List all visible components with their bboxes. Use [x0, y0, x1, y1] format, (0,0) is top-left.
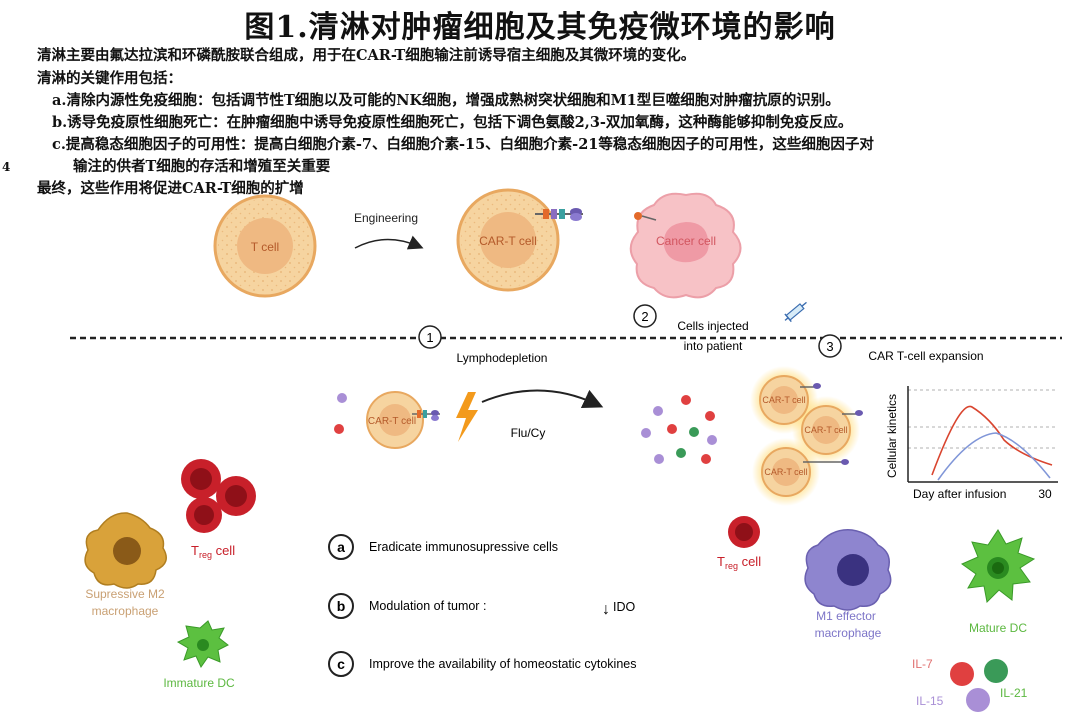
kinetics-expansion-curve	[931, 405, 1053, 476]
m1-label-line-2: macrophage	[815, 626, 882, 640]
car-t-cell-pre-infusion	[366, 391, 440, 449]
m2-label-line-1: Supressive M2	[85, 587, 165, 601]
m1-macrophage	[804, 529, 892, 611]
m1-label-line-1: M1 effector	[816, 609, 876, 623]
effect-b	[328, 593, 354, 619]
treg-label-right: Treg cell	[717, 554, 761, 571]
intro-line-2: 清淋的关键作用包括：	[37, 70, 182, 87]
margin-mark: 4	[2, 160, 11, 174]
expanding-cell-label: CAR-T cell	[762, 395, 805, 405]
kinetics-chart	[907, 386, 1058, 483]
interleukins	[950, 659, 1008, 712]
down-arrow-icon: ↓	[602, 601, 610, 618]
engineering-label: Engineering	[354, 211, 418, 225]
m2-label-line-2: macrophage	[92, 604, 159, 618]
mature-dc-label: Mature DC	[969, 621, 1027, 635]
cytokine-dot	[334, 424, 344, 434]
immature-dc-label: Immature DC	[163, 676, 235, 690]
step-2-label-line-1: Cells injected	[677, 319, 748, 333]
car-t-cell-label: CAR-T cell	[368, 416, 416, 427]
lightning-icon	[456, 392, 478, 442]
il7-label: IL-7	[912, 657, 933, 671]
cytokine-cluster	[641, 395, 717, 464]
treg-cell-right	[728, 516, 760, 548]
effect-a-text: Eradicate immunosupressive cells	[369, 540, 558, 554]
immature-dc	[176, 620, 229, 669]
kinetics-xlabel: Day after infusion	[913, 487, 1006, 501]
page-title: 图1.清淋对肿瘤细胞及其免疫微环境的影响	[244, 10, 836, 45]
il21-label: IL-21	[1000, 686, 1028, 700]
m2-macrophage	[84, 512, 167, 589]
il15-label: IL-15	[916, 694, 944, 708]
syringe-icon	[784, 301, 807, 323]
drug-label: Flu/Cy	[511, 426, 546, 440]
effect-a	[328, 534, 354, 560]
intro-line-1: 清淋主要由氟达拉滨和环磷酰胺联合组成，用于在CAR-T细胞输注前诱导宿主细胞及其…	[37, 47, 696, 64]
expanding-cell-label: CAR-T cell	[764, 467, 807, 477]
step-2-marker	[633, 304, 657, 328]
effect-b-text: Modulation of tumor :	[369, 599, 486, 613]
cancer-cell-label: Cancer cell	[656, 234, 716, 248]
cytokine-dot	[337, 393, 347, 403]
intro-item-c-line-2: 输注的供者T细胞的存活和增殖至关重要	[73, 158, 331, 175]
kinetics-persistence-curve	[937, 432, 1051, 481]
effect-c-letter: c	[337, 656, 345, 672]
effect-c	[328, 651, 354, 677]
step-3-label: CAR T-cell expansion	[868, 349, 983, 363]
intro-item-a: a.清除内源性免疫细胞：包括调节性T细胞以及可能的NK细胞，增强成熟树突状细胞和…	[52, 92, 840, 109]
cancer-cell	[629, 192, 742, 299]
depletion-arrow	[481, 389, 604, 409]
treg-label-left: Treg cell	[191, 543, 235, 560]
effect-c-text: Improve the availability of homeostatic …	[369, 657, 637, 671]
effect-b-letter: b	[337, 598, 346, 614]
step-2-number: 2	[641, 309, 648, 324]
step-3-number: 3	[826, 339, 833, 354]
intro-conclusion: 最终，这些作用将促进CAR-T细胞的扩增	[37, 180, 304, 197]
step-1-marker	[418, 325, 442, 349]
t-cell-label: T cell	[251, 240, 279, 254]
car-t-cell-label: CAR-T cell	[479, 234, 537, 248]
intro-item-b: b.诱导免疫原性细胞死亡：在肿瘤细胞中诱导免疫原性细胞死亡，包括下调色氨酸2,3…	[52, 114, 853, 131]
intro-item-c-line-1: c.提高稳态细胞因子的可用性：提高白细胞介素-7、白细胞介素-15、白细胞介素-…	[52, 136, 874, 153]
mature-dc	[960, 529, 1036, 604]
kinetics-ylabel: Cellular kinetics	[885, 394, 899, 478]
step-2-label-line-2: into patient	[684, 339, 743, 353]
kinetics-xtick-end: 30	[1038, 487, 1052, 501]
effect-a-letter: a	[337, 539, 345, 555]
expanding-cell-label: CAR-T cell	[804, 425, 847, 435]
effect-b-ido: IDO	[613, 600, 636, 614]
engineering-arrow	[354, 235, 424, 250]
car-receptor-icon	[535, 208, 583, 221]
treg-cells	[181, 459, 256, 533]
step-1-label: Lymphodepletion	[457, 351, 548, 365]
expanding-car-t-cells	[750, 366, 863, 506]
step-1-number: 1	[426, 330, 433, 345]
t-cell	[213, 194, 317, 298]
step-3-marker	[818, 334, 842, 358]
car-t-cell-engineered	[456, 188, 560, 292]
